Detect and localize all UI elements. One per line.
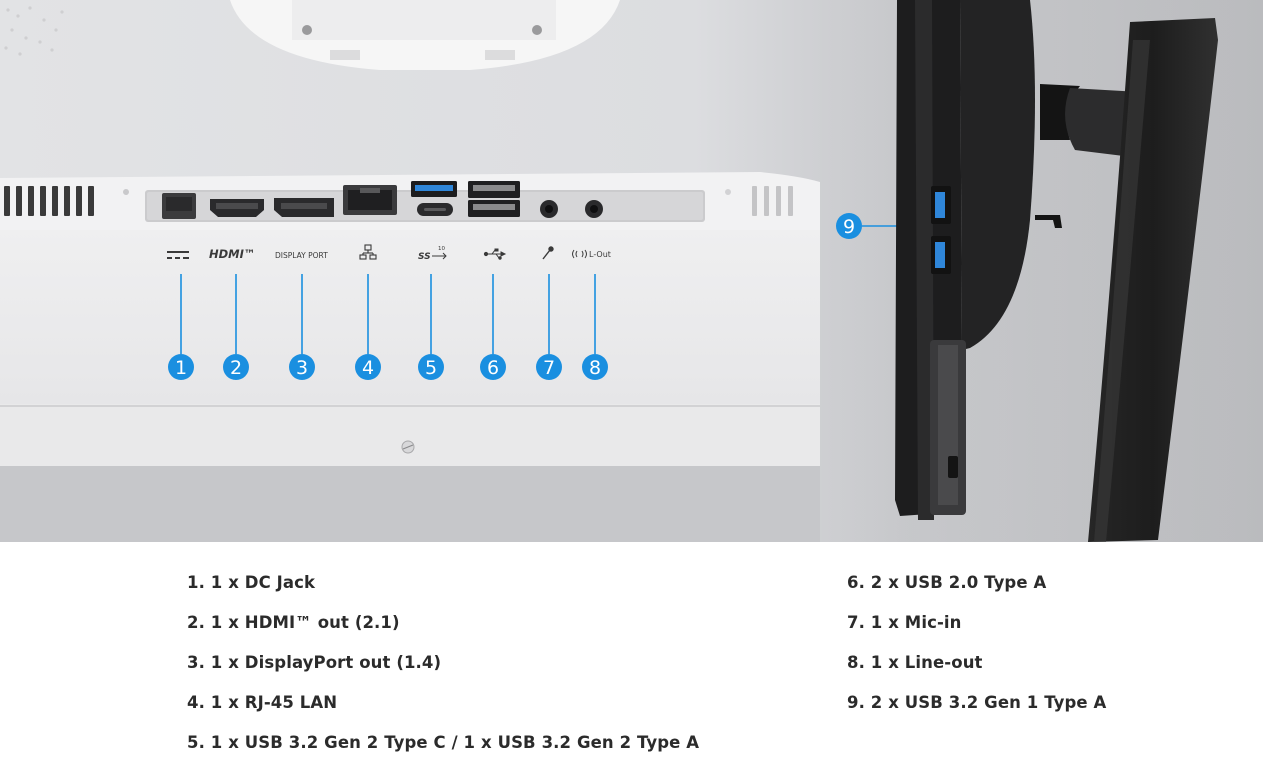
svg-text:4: 4 [362,357,374,379]
usb-superspeed-icon: SS 10 [418,246,447,262]
svg-text:6: 6 [487,357,499,379]
spec-item-hdmi: 2. 1 x HDMI™ out (2.1) [187,613,400,632]
spec-item-usb-2-0: 6. 2 x USB 2.0 Type A [847,573,1047,592]
callout-2: 2 [223,354,249,380]
svg-text:3: 3 [296,357,308,379]
vent-right [752,186,793,216]
callout-7: 7 [536,354,562,380]
spec-item-dc-jack: 1. 1 x DC Jack [187,573,316,592]
network-icon [359,244,377,260]
screw [401,440,415,454]
callout-8: 8 [582,354,608,380]
svg-text:5: 5 [425,357,437,379]
displayport-label: DISPLAY PORT [275,251,328,260]
callout-4: 4 [355,354,381,380]
svg-text:1: 1 [175,357,187,379]
microphone-icon [542,246,554,260]
svg-text:2: 2 [230,357,242,379]
hdmi-logo: HDMI™ [209,247,255,261]
callout-3: 3 [289,354,315,380]
spec-list-right: 6. 2 x USB 2.0 Type A 7. 1 x Mic-in 8. 1… [847,572,1106,732]
speaker-grille-top [4,6,64,56]
callout-6: 6 [480,354,506,380]
svg-text:L-Out: L-Out [589,250,611,259]
spec-item-mic-in: 7. 1 x Mic-in [847,613,962,632]
callout-5: 5 [418,354,444,380]
svg-text:9: 9 [843,216,855,238]
spec-item-rj45: 4. 1 x RJ-45 LAN [187,693,338,712]
spec-item-usb-gen2: 5. 1 x USB 3.2 Gen 2 Type C / 1 x USB 3.… [187,733,700,752]
line-out-icon: L-Out [572,249,611,259]
svg-text:SS: SS [418,252,431,262]
spec-item-displayport: 3. 1 x DisplayPort out (1.4) [187,653,442,672]
stand-base-top [230,0,620,70]
callout-9: 9 [836,213,862,239]
spec-item-usb-gen1: 9. 2 x USB 3.2 Gen 1 Type A [847,693,1107,712]
callout-markers: 1 2 3 4 5 6 7 8 9 [168,213,862,380]
vent-left [4,186,94,216]
product-photo: HDMI™ DISPLAY PORT SS 10 L-Out [0,0,1263,542]
svg-text:7: 7 [543,357,555,379]
svg-text:10: 10 [438,246,445,252]
svg-text:8: 8 [589,357,601,379]
spec-item-line-out: 8. 1 x Line-out [847,653,983,672]
usb-icon [483,248,507,260]
callout-1: 1 [168,354,194,380]
spec-list-left: 1. 1 x DC Jack 2. 1 x HDMI™ out (2.1) 3.… [187,572,699,759]
dc-power-icon [167,251,189,259]
monitor-side-view [895,0,1218,542]
